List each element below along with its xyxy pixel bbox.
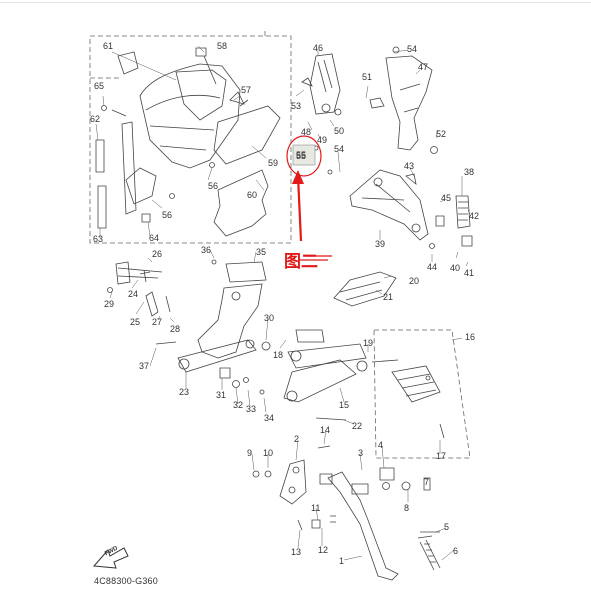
part-number-25: 25	[130, 317, 141, 327]
part-number-29: 29	[104, 299, 115, 309]
part-number-39: 39	[375, 239, 386, 249]
part-number-28: 28	[170, 324, 181, 334]
part-number-53: 53	[291, 101, 302, 111]
part-number-36: 36	[201, 245, 212, 255]
part-number-33: 33	[246, 404, 257, 414]
part-number-21: 21	[383, 292, 394, 302]
part-number-27: 27	[152, 317, 163, 327]
part-number-54: 54	[407, 44, 418, 54]
red-arrow-shaft	[296, 175, 303, 242]
part-number-35: 35	[256, 247, 267, 257]
part-number-58: 58	[217, 41, 228, 51]
part-number-63: 63	[93, 234, 104, 244]
part-number-6: 6	[453, 546, 459, 556]
part-number-56: 56	[208, 181, 219, 191]
part-number-19: 19	[363, 338, 374, 348]
highlighted-part-number: 55	[296, 150, 307, 160]
top-border	[0, 2, 591, 3]
part-number-64: 64	[149, 233, 160, 243]
part-number-26: 26	[152, 249, 163, 259]
part-number-38: 38	[464, 167, 475, 177]
part-number-15: 15	[339, 400, 350, 410]
part-number-12: 12	[318, 545, 329, 555]
part-number-14: 14	[320, 425, 331, 435]
part-number-47: 47	[418, 62, 429, 72]
part-number-34: 34	[264, 413, 275, 423]
part-number-1: 1	[339, 556, 345, 566]
red-arrow-head	[292, 170, 304, 184]
part-number-49: 49	[317, 135, 328, 145]
part-number-2: 2	[294, 434, 300, 444]
part-number-44: 44	[427, 262, 438, 272]
part-number-59: 59	[268, 158, 279, 168]
part-number-13: 13	[291, 547, 302, 557]
part-number-52: 52	[436, 129, 447, 139]
part-number-54: 54	[334, 144, 345, 154]
part-number-65: 65	[94, 81, 105, 91]
part-number-4: 4	[378, 440, 384, 450]
part-number-57: 57	[241, 85, 252, 95]
part-number-32: 32	[233, 400, 244, 410]
part-number-18: 18	[273, 350, 284, 360]
part-number-16: 16	[465, 332, 476, 342]
part-number-56: 56	[162, 210, 173, 220]
part-number-9: 9	[247, 448, 253, 458]
part-number-51: 51	[362, 72, 373, 82]
part-number-10: 10	[263, 448, 274, 458]
part-number-41: 41	[464, 268, 475, 278]
part-number-20: 20	[409, 276, 420, 286]
part-number-24: 24	[128, 289, 139, 299]
part-number-5: 5	[444, 522, 450, 532]
part-number-46: 46	[313, 43, 324, 53]
part-number-48: 48	[301, 127, 312, 137]
part-number-11: 11	[311, 503, 321, 513]
part-number-61: 61	[103, 41, 114, 51]
part-55-box	[292, 144, 316, 166]
part-number-17: 17	[436, 451, 447, 461]
part-number-31: 31	[216, 390, 227, 400]
part-number-42: 42	[469, 211, 480, 221]
catalog-code: 4C88300-G360	[94, 576, 158, 586]
part-number-43: 43	[404, 161, 415, 171]
figure-mark: 图二	[284, 252, 318, 271]
part-number-3: 3	[358, 448, 364, 458]
part-number-40: 40	[450, 263, 461, 273]
part-number-22: 22	[352, 421, 363, 431]
part-number-50: 50	[334, 126, 345, 136]
figure-mark-strokes	[300, 255, 332, 261]
part-number-60: 60	[247, 190, 258, 200]
highlight-ellipse	[286, 135, 322, 177]
part-number-62: 62	[90, 114, 101, 124]
part-number-30: 30	[264, 313, 275, 323]
part-number-8: 8	[404, 503, 410, 513]
part-number-7: 7	[424, 477, 430, 487]
part-number-23: 23	[179, 387, 190, 397]
part-number-37: 37	[139, 361, 150, 371]
part-number-45: 45	[441, 193, 452, 203]
part-number-55: 55	[296, 151, 307, 161]
